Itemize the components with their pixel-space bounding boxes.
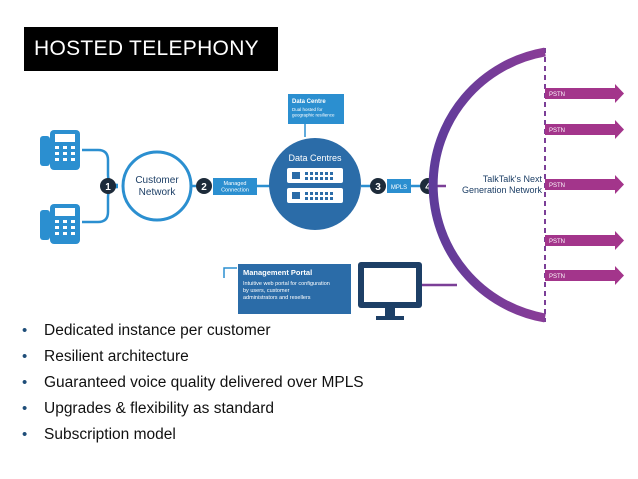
step-label: 1 (105, 182, 111, 193)
portal-pointer (223, 267, 237, 278)
step-label: 3 (375, 182, 381, 193)
managed-connection-tag (213, 178, 257, 195)
data-centres-label: Data Centres (288, 153, 342, 163)
step-badge (100, 178, 116, 194)
phone-icon (40, 204, 80, 244)
bullet-item: Upgrades & flexibility as standard (22, 396, 364, 422)
mpls-label: MPLS (391, 185, 407, 191)
pstn-connection: PSTN (545, 120, 624, 139)
data-centres-node (269, 138, 361, 230)
bullet-item: Dedicated instance per customer (22, 318, 364, 344)
pstn-label: PSTN (549, 128, 565, 134)
bullet-item: Subscription model (22, 422, 364, 448)
step-badge (370, 178, 386, 194)
ngn-network-arc (428, 47, 546, 323)
mpls-tag (387, 179, 411, 193)
pstn-label: PSTN (549, 274, 565, 280)
data-centre-callout (288, 94, 344, 124)
server-rack-icon (287, 168, 343, 203)
bullet-item: Guaranteed voice quality delivered over … (22, 370, 364, 396)
management-portal-title: Management Portal (243, 268, 312, 277)
pstn-label: PSTN (549, 239, 565, 245)
data-centre-callout-title: Data Centre (292, 99, 326, 105)
pstn-label: PSTN (549, 183, 565, 189)
pstn-label: PSTN (549, 92, 565, 98)
pstn-connection: PSTN (545, 84, 624, 103)
feature-bullet-list: Dedicated instance per customer Resilien… (22, 318, 364, 448)
management-portal-box (238, 264, 351, 314)
customer-network-node (121, 150, 193, 222)
bullet-item: Resilient architecture (22, 344, 364, 370)
monitor-icon (358, 262, 422, 320)
step-label: 2 (201, 182, 207, 193)
step-label: 4 (425, 182, 431, 193)
slide-title: HOSTED TELEPHONY (24, 27, 278, 71)
step-badge (196, 178, 212, 194)
pstn-connection: PSTN (545, 175, 624, 194)
pstn-connection: PSTN (545, 266, 624, 285)
phone-icon (40, 130, 80, 170)
pstn-connection: PSTN (545, 231, 624, 250)
